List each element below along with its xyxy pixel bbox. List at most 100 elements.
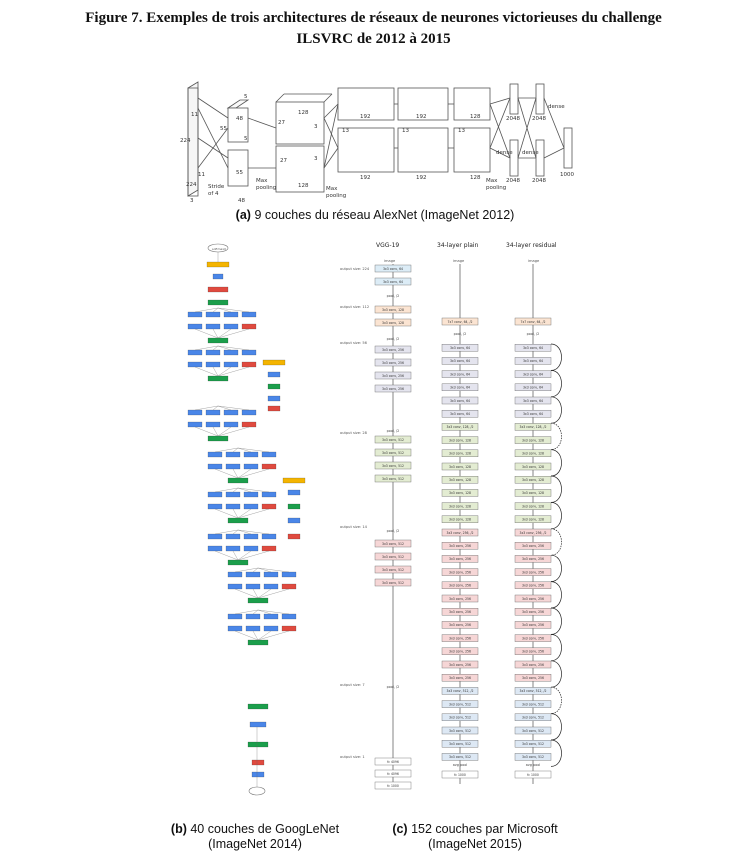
googlenet-edge xyxy=(232,447,239,453)
layer-label: 3x3 conv, 512 xyxy=(522,729,544,733)
googlenet-conv xyxy=(207,451,223,458)
googlenet-concat xyxy=(227,559,249,566)
googlenet-edge xyxy=(252,630,259,641)
layer-label: 3x3 conv, 128, /2 xyxy=(447,425,474,429)
plain-layer: 7x7 conv, 64, /2 xyxy=(441,317,479,326)
residual-layer: 3x3 conv, 256 xyxy=(514,660,552,669)
layer-label: 3x3 conv, 512 xyxy=(449,742,471,746)
layer-label: 3x3 conv, 256 xyxy=(382,348,404,352)
googlenet-conv xyxy=(241,421,257,428)
figure-title-line1: Figure 7. Exemples de trois architecture… xyxy=(85,10,662,26)
googlenet-concat xyxy=(207,435,229,442)
googlenet-concat xyxy=(247,597,269,604)
googlenet-edge xyxy=(237,468,252,479)
layer-label: 3x3 conv, 64 xyxy=(523,372,543,376)
googlenet-conv xyxy=(225,463,241,470)
googlenet-aux xyxy=(267,395,281,402)
caption-line2: (ImageNet 2015) xyxy=(428,837,522,851)
layer-label: 3x3 conv, 512, /2 xyxy=(447,689,474,693)
googlenet-conv xyxy=(241,361,257,368)
googlenet-conv xyxy=(207,545,223,552)
vgg-layer: 3x3 conv, 512 xyxy=(374,578,412,587)
googlenet-edge xyxy=(237,508,252,519)
skip-connection xyxy=(550,396,562,424)
layer-label: 3x3 conv, 256 xyxy=(522,636,544,640)
googlenet-conv xyxy=(261,533,277,540)
vgg-layer: 3x3 conv, 256 xyxy=(374,371,412,380)
googlenet-edge xyxy=(194,366,219,377)
plain-layer: 3x3 conv, 64 xyxy=(441,343,479,352)
googlenet-diagram: softmax0 xyxy=(187,243,306,796)
residual-layer: 3x3 conv, 256 xyxy=(514,647,552,655)
googlenet-conv xyxy=(241,311,257,318)
layer-label: 3x3 conv, 512 xyxy=(382,568,404,572)
alexnet-label: 27 xyxy=(278,120,285,126)
googlenet-softmax xyxy=(282,477,306,484)
googlenet-edge xyxy=(214,468,239,479)
alexnet-label: 2048 xyxy=(506,116,520,122)
googlenet-conv xyxy=(225,491,241,498)
output-size-label: output size: 14 xyxy=(340,525,368,529)
layer-label: 3x3 conv, 256, /2 xyxy=(447,531,474,535)
googlenet-conv xyxy=(187,361,203,368)
googlenet-conv xyxy=(223,361,239,368)
googlenet-conv xyxy=(281,625,297,632)
figure-title: Figure 7. Exemples de trois architecture… xyxy=(0,8,747,50)
layer-label: 3x3 conv, 64 xyxy=(450,372,470,376)
layer-label: 3x3 conv, 256 xyxy=(449,636,471,640)
caption-resnet: (c) 152 couches par Microsoft (ImageNet … xyxy=(370,822,580,852)
googlenet-edge xyxy=(212,345,219,351)
alexnet-label: dense xyxy=(522,150,539,156)
plain-layer: 3x3 conv, 256 xyxy=(441,568,479,576)
alexnet-label: dense xyxy=(548,104,565,110)
alexnet-label: 192 xyxy=(360,175,371,181)
googlenet-edge xyxy=(217,307,250,313)
googlenet-conv xyxy=(281,583,297,590)
googlenet-conv xyxy=(187,311,203,318)
googlenet-edge xyxy=(217,426,232,437)
layer-label: 3x3 conv, 512 xyxy=(382,438,404,442)
plain-layer: 3x3 conv, 512 xyxy=(441,740,479,748)
layer-label: 3x3 conv, 128 xyxy=(449,465,471,469)
residual-layer: 3x3 conv, 256 xyxy=(514,568,552,576)
alexnet-label: 11 xyxy=(191,112,198,118)
layer-label: 3x3 conv, 256 xyxy=(382,361,404,365)
layer-label: 3x3 conv, 256 xyxy=(522,557,544,561)
alexnet-label: of 4 xyxy=(208,191,219,197)
alexnet-label: pooling xyxy=(486,185,506,191)
residual-layer: 3x3 conv, 256 xyxy=(514,542,552,550)
alexnet-label: 128 xyxy=(470,175,481,181)
vgg-layer: 3x3 conv, 256 xyxy=(374,345,412,354)
googlenet-conv xyxy=(227,583,243,590)
layer-label: 3x3 conv, 512 xyxy=(449,755,471,759)
googlenet-conv xyxy=(249,721,267,728)
layer-label: 3x3 conv, 64 xyxy=(450,346,470,350)
plain-layer: 3x3 conv, 128 xyxy=(441,462,479,471)
vgg-pool: pool, /2 xyxy=(387,337,400,341)
googlenet-conv xyxy=(225,451,241,458)
googlenet-edge xyxy=(252,567,259,573)
googlenet-edge xyxy=(237,529,252,535)
googlenet-edge xyxy=(257,609,290,615)
image-label: image xyxy=(528,259,540,263)
plain-layer: 3x3 conv, 512 xyxy=(441,753,479,761)
layer-label: 3x3 conv, 128 xyxy=(522,504,544,508)
googlenet-conv xyxy=(223,409,239,416)
residual-layer: 3x3 conv, 256 xyxy=(514,634,552,642)
layer-label: 3x3 conv, 256, /2 xyxy=(520,531,547,535)
googlenet-softmax xyxy=(262,359,286,366)
layer-label: 3x3 conv, 512 xyxy=(449,729,471,733)
plain-layer: 3x3 conv, 128 xyxy=(441,515,479,523)
col-vgg19: VGG-19 xyxy=(376,242,399,249)
layer-label: 3x3 conv, 64 xyxy=(383,267,403,271)
plain-layer: 3x3 conv, 256 xyxy=(441,621,479,629)
alexnet-label: 5 xyxy=(244,136,248,142)
alexnet-label: 192 xyxy=(416,114,427,120)
alexnet-label: 55 xyxy=(220,126,227,132)
googlenet-edge xyxy=(217,328,250,339)
googlenet-top-label: softmax0 xyxy=(212,247,226,251)
layer-label: 3x3 conv, 64 xyxy=(523,386,543,390)
residual-layer: 3x3 conv, 128 xyxy=(514,515,552,523)
googlenet-conv xyxy=(251,771,265,778)
skip-connection xyxy=(550,634,562,662)
